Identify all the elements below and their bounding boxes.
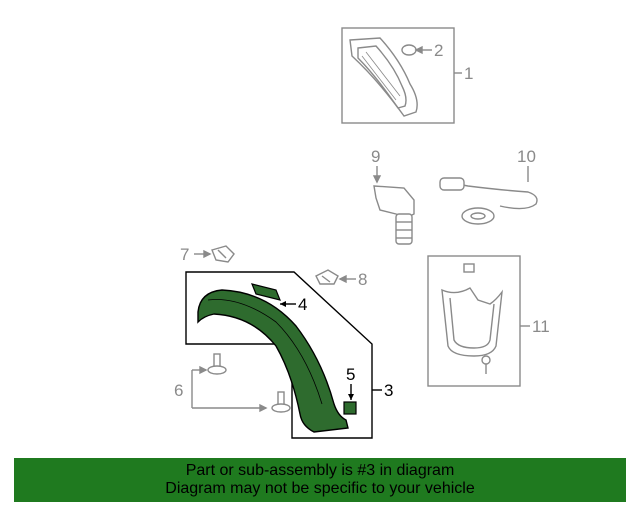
callout-5[interactable]: 5	[346, 365, 355, 384]
fender-flare	[197, 289, 349, 433]
part-8-clip[interactable]	[315, 269, 356, 285]
callout-10[interactable]: 10	[517, 147, 536, 166]
part-2-bulb[interactable]	[401, 44, 417, 56]
part-5-clip	[343, 401, 357, 415]
callout-9[interactable]: 9	[371, 147, 380, 166]
callout-8[interactable]: 8	[358, 270, 367, 289]
part-3-group[interactable]	[185, 271, 382, 439]
banner-line-2: Diagram may not be specific to your vehi…	[165, 480, 475, 497]
part-10-wire[interactable]	[439, 166, 538, 225]
callout-3[interactable]: 3	[384, 381, 393, 400]
part-11-box	[427, 255, 521, 387]
part-4-bracket	[251, 283, 281, 301]
part-11-mudflap-group[interactable]	[427, 255, 530, 387]
callout-7[interactable]: 7	[180, 245, 189, 264]
callout-1[interactable]: 1	[464, 64, 473, 83]
callout-6[interactable]: 6	[174, 381, 183, 400]
info-banner: Part or sub-assembly is #3 in diagram Di…	[14, 458, 626, 502]
side-lamp-lens	[357, 45, 407, 109]
callout-4[interactable]: 4	[298, 295, 307, 314]
callout-11[interactable]: 11	[532, 317, 550, 336]
part-7-clip[interactable]	[194, 245, 235, 263]
part-9-sensor[interactable]	[372, 166, 415, 245]
part-1-group[interactable]	[341, 27, 462, 124]
side-lamp-housing	[349, 37, 418, 117]
callout-2[interactable]: 2	[434, 41, 443, 60]
parts-diagram: 2 1 9 10 11 7	[174, 27, 550, 439]
mudflap	[441, 287, 503, 357]
banner-line-1: Part or sub-assembly is #3 in diagram	[185, 462, 455, 479]
part-1-box	[341, 27, 455, 124]
part-6-screws[interactable]	[191, 353, 291, 413]
